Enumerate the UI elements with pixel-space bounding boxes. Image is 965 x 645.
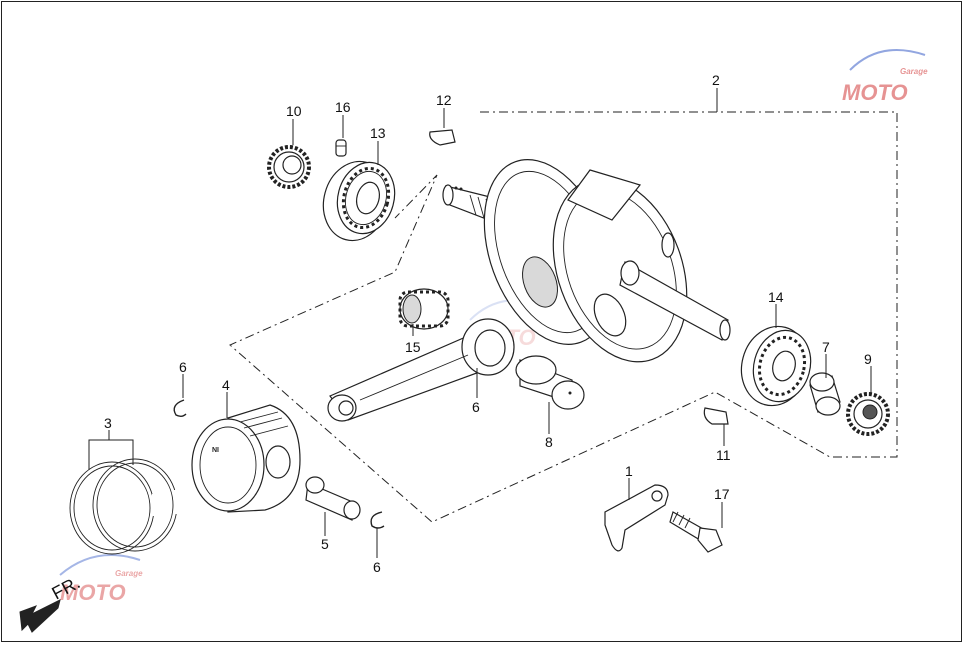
bushing <box>809 372 841 416</box>
callout-17: 16 <box>335 99 351 115</box>
circlip-bottom <box>370 511 385 529</box>
bearing-right <box>740 325 812 407</box>
crankshaft <box>442 159 731 363</box>
callout-10: 9 <box>864 351 872 367</box>
piston-pin <box>305 476 361 521</box>
crank-pin <box>515 355 585 410</box>
piston-mark: NI <box>212 447 219 454</box>
watermark-subtext-2: Garage <box>115 569 143 578</box>
woodruff-key-top <box>429 129 456 146</box>
arrow-down-left-icon <box>19 599 61 633</box>
callout-11: 10 <box>286 103 302 119</box>
callout-labels: 2 10 16 12 13 14 7 9 11 15 6 8 1 17 6 4 … <box>104 72 872 575</box>
callout-1: 1 <box>625 463 633 479</box>
woodruff-key-bottom <box>703 407 729 425</box>
callout-13: 12 <box>436 92 452 108</box>
oil-jet-bracket <box>604 484 669 552</box>
leader-lines <box>88 88 872 558</box>
piston-rings <box>69 458 182 555</box>
callout-14: 13 <box>370 125 386 141</box>
drive-sprocket <box>846 392 890 436</box>
callout-15: 14 <box>768 289 784 305</box>
watermark-logo: MOTO Garage <box>842 49 928 105</box>
callout-8: 7 <box>822 339 830 355</box>
callout-12: 11 <box>716 447 731 463</box>
watermark-subtext: Garage <box>900 67 928 76</box>
circlip-top <box>173 399 187 417</box>
piston: NI <box>191 404 301 513</box>
timing-sprocket <box>267 145 311 189</box>
needle-bearing <box>398 288 450 330</box>
watermark-logo-2: MOTO Garage <box>59 554 143 605</box>
callout-6b: 6 <box>373 559 381 575</box>
small-key <box>335 139 347 157</box>
connecting-rod <box>327 318 515 422</box>
watermark-text: MOTO <box>842 80 908 105</box>
callout-2: 2 <box>712 72 720 88</box>
callout-16: 15 <box>405 339 421 355</box>
callout-4: 4 <box>222 377 230 393</box>
flange-bolt <box>669 511 723 553</box>
bearing-left <box>322 160 396 242</box>
crankshaft-assembly-boundary <box>229 111 898 523</box>
watermark-text-2: MOTO <box>60 580 126 605</box>
callout-3: 3 <box>104 415 112 431</box>
callout-5: 5 <box>321 536 329 552</box>
callout-6a: 6 <box>179 359 187 375</box>
callout-7: 6 <box>472 399 480 415</box>
callout-18: 17 <box>714 486 730 502</box>
callout-9: 8 <box>545 434 553 450</box>
